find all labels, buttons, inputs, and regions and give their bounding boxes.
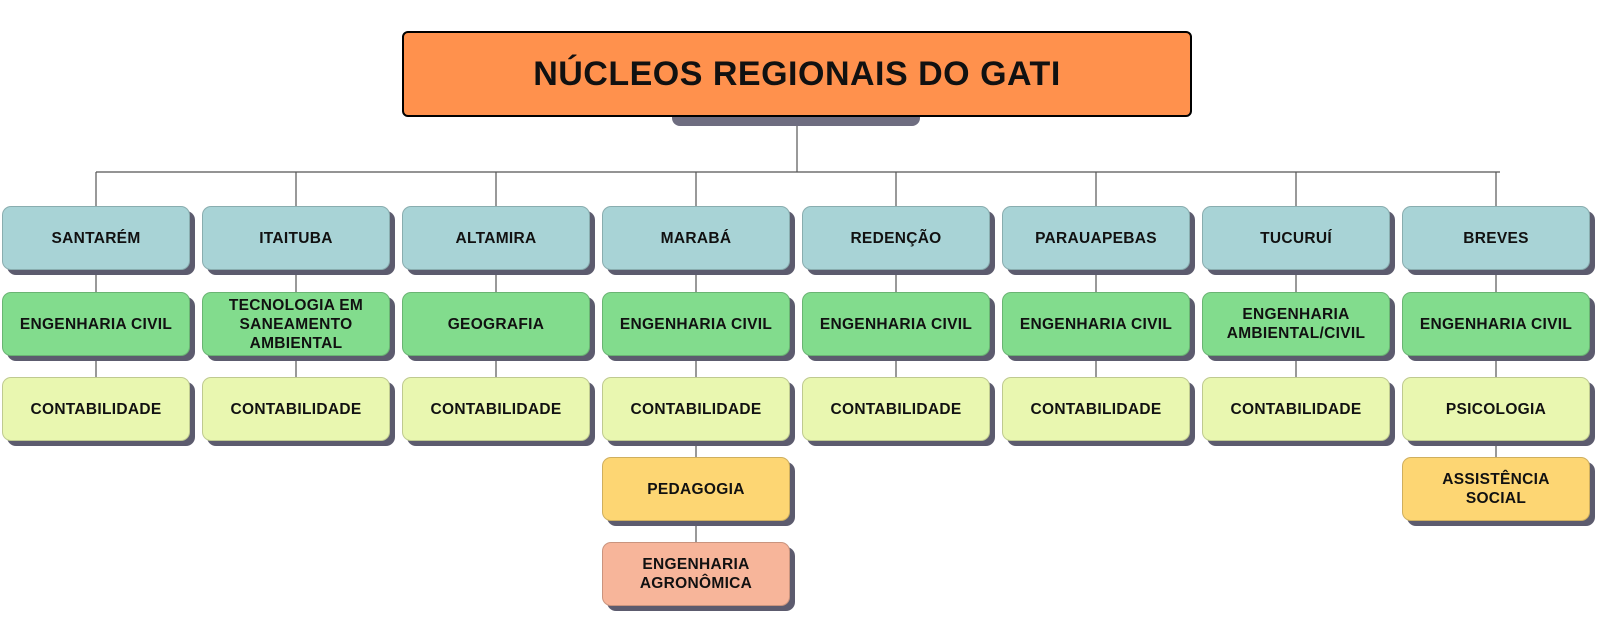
region-node-santarem: SANTARÉM (2, 206, 190, 270)
course-node-maraba-4: ENGENHARIA AGRONÔMICA (602, 542, 790, 606)
course-node-maraba-2: CONTABILIDADE (602, 377, 790, 441)
course-node-breves-3: ASSISTÊNCIA SOCIAL (1402, 457, 1590, 521)
region-node-itaituba-label: ITAITUBA (259, 229, 333, 247)
course-node-breves-2-label: PSICOLOGIA (1445, 400, 1547, 418)
course-node-breves-1: ENGENHARIA CIVIL (1402, 292, 1590, 356)
course-node-altamira-1-label: GEOGRAFIA (447, 315, 545, 333)
region-node-maraba-label: MARABÁ (660, 229, 732, 247)
course-node-maraba-4-label: ENGENHARIA AGRONÔMICA (639, 556, 753, 592)
region-node-breves: BREVES (1402, 206, 1590, 270)
course-node-tucurui-2-label: CONTABILIDADE (1230, 400, 1362, 418)
region-node-redencao-label: REDENÇÃO (850, 229, 942, 247)
course-node-altamira-2-label: CONTABILIDADE (430, 400, 562, 418)
region-node-breves-label: BREVES (1463, 229, 1529, 247)
region-node-tucurui-label: TUCURUÍ (1260, 229, 1332, 247)
region-node-santarem-label: SANTARÉM (51, 229, 141, 247)
course-node-santarem-2-label: CONTABILIDADE (30, 400, 162, 418)
course-node-maraba-1: ENGENHARIA CIVIL (602, 292, 790, 356)
course-node-altamira-1: GEOGRAFIA (402, 292, 590, 356)
course-node-parauapebas-2-label: CONTABILIDADE (1030, 400, 1162, 418)
course-node-redencao-1: ENGENHARIA CIVIL (802, 292, 990, 356)
course-node-breves-1-label: ENGENHARIA CIVIL (1419, 315, 1573, 333)
page-title: NÚCLEOS REGIONAIS DO GATI (533, 54, 1061, 93)
region-node-altamira: ALTAMIRA (402, 206, 590, 270)
course-node-santarem-1-label: ENGENHARIA CIVIL (19, 315, 173, 333)
course-node-breves-2: PSICOLOGIA (1402, 377, 1590, 441)
course-node-tucurui-1: ENGENHARIA AMBIENTAL/CIVIL (1202, 292, 1390, 356)
course-node-santarem-1: ENGENHARIA CIVIL (2, 292, 190, 356)
course-node-maraba-1-label: ENGENHARIA CIVIL (619, 315, 773, 333)
course-node-altamira-2: CONTABILIDADE (402, 377, 590, 441)
course-node-itaituba-1-label: TECNOLOGIA EM SANEAMENTO AMBIENTAL (228, 296, 364, 352)
course-node-tucurui-1-label: ENGENHARIA AMBIENTAL/CIVIL (1226, 306, 1366, 342)
course-node-itaituba-2: CONTABILIDADE (202, 377, 390, 441)
region-node-itaituba: ITAITUBA (202, 206, 390, 270)
region-node-parauapebas: PARAUAPEBAS (1002, 206, 1190, 270)
region-node-parauapebas-label: PARAUAPEBAS (1035, 229, 1157, 247)
course-node-parauapebas-1: ENGENHARIA CIVIL (1002, 292, 1190, 356)
course-node-redencao-2: CONTABILIDADE (802, 377, 990, 441)
region-node-maraba: MARABÁ (602, 206, 790, 270)
course-node-maraba-3-label: PEDAGOGIA (647, 480, 745, 498)
course-node-redencao-1-label: ENGENHARIA CIVIL (819, 315, 973, 333)
region-node-tucurui: TUCURUÍ (1202, 206, 1390, 270)
course-node-itaituba-1: TECNOLOGIA EM SANEAMENTO AMBIENTAL (202, 292, 390, 356)
title-box: NÚCLEOS REGIONAIS DO GATI (402, 31, 1192, 117)
course-node-maraba-2-label: CONTABILIDADE (630, 400, 762, 418)
course-node-itaituba-2-label: CONTABILIDADE (230, 400, 362, 418)
course-node-breves-3-label: ASSISTÊNCIA SOCIAL (1442, 471, 1550, 507)
course-node-parauapebas-2: CONTABILIDADE (1002, 377, 1190, 441)
region-node-altamira-label: ALTAMIRA (455, 229, 537, 247)
course-node-maraba-3: PEDAGOGIA (602, 457, 790, 521)
course-node-tucurui-2: CONTABILIDADE (1202, 377, 1390, 441)
region-node-redencao: REDENÇÃO (802, 206, 990, 270)
course-node-parauapebas-1-label: ENGENHARIA CIVIL (1019, 315, 1173, 333)
course-node-santarem-2: CONTABILIDADE (2, 377, 190, 441)
course-node-redencao-2-label: CONTABILIDADE (830, 400, 962, 418)
